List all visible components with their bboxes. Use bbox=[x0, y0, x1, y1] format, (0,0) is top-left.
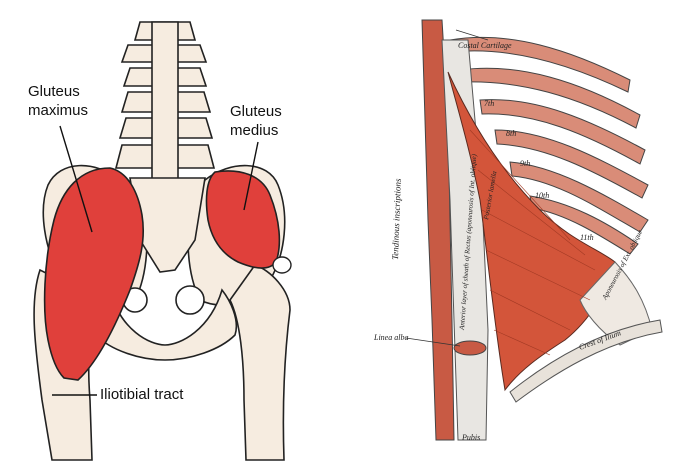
linea-alba-label: Linea alba bbox=[373, 333, 408, 342]
rib-7-label: 7th bbox=[484, 99, 494, 108]
costal-cartilage-text: Costal Cartilage bbox=[458, 41, 512, 50]
rib-11-label: 11th bbox=[580, 233, 594, 242]
gluteal-illustration: Gluteus maximus Gluteus medius Iliotibia… bbox=[0, 0, 340, 464]
rib-10-label: 10th bbox=[535, 191, 549, 200]
gluteus-medius-label-line1: Gluteus bbox=[230, 102, 282, 121]
tendinous-inscriptions-label: Tendinous inscriptions bbox=[390, 178, 403, 260]
right-femur bbox=[230, 265, 290, 460]
sheath-window bbox=[454, 341, 486, 355]
lumbar-spine bbox=[116, 22, 214, 180]
rib-9-label: 9th bbox=[520, 159, 530, 168]
gluteus-medius-label-line2: medius bbox=[230, 121, 282, 140]
gluteus-medius-label: Gluteus medius bbox=[230, 102, 282, 140]
pubis-label: Pubis bbox=[461, 433, 480, 442]
iliotibial-tract-label: Iliotibial tract bbox=[100, 385, 183, 404]
rib-8-label: 8th bbox=[506, 129, 516, 138]
gluteus-maximus-label-line1: Gluteus bbox=[28, 82, 88, 101]
abdominal-engraving: Costal Cartilage 7th 8th 9th 10th 11th T… bbox=[370, 0, 690, 464]
abdominal-wall-illustration: Costal Cartilage 7th 8th 9th 10th 11th T… bbox=[370, 0, 690, 464]
gluteus-maximus-label-line2: maximus bbox=[28, 101, 88, 120]
gluteus-maximus-label: Gluteus maximus bbox=[28, 82, 88, 120]
